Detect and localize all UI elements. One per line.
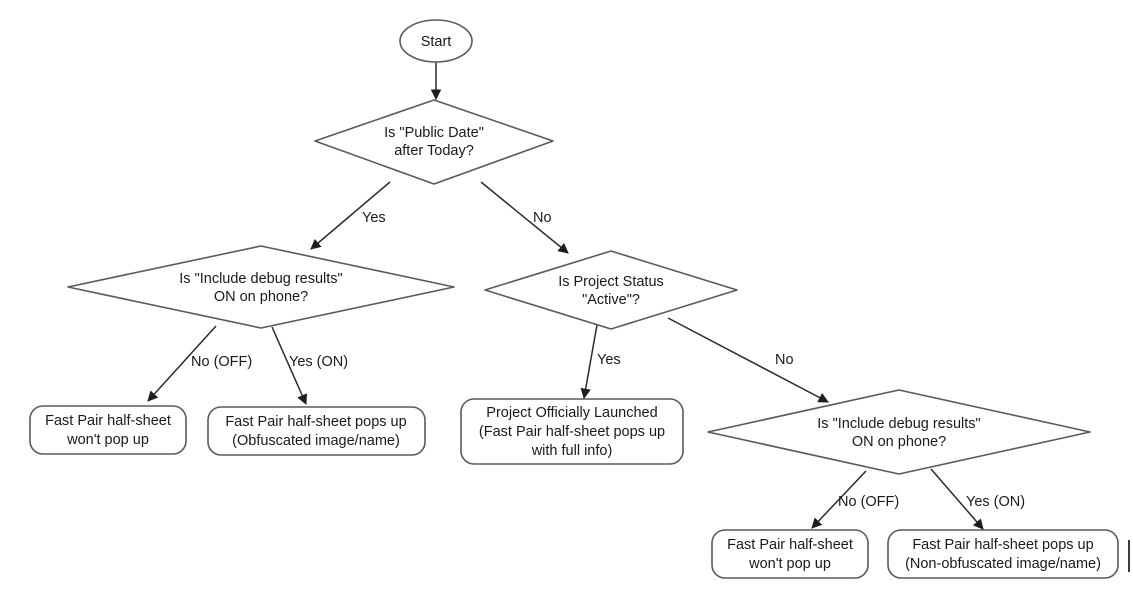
node-decision-project-status[interactable]: Is Project Status "Active"? [484,250,738,330]
start-label: Start [421,34,452,50]
node-start[interactable]: Start [399,19,473,63]
output-launched-shape [460,398,684,465]
output-non-obfuscated-line-2: (Non-obfuscated image/name) [905,556,1101,572]
edge-label-public-date-no: No [533,210,552,226]
decision-debug-right-line-2: ON on phone? [852,434,946,450]
edge-status-yes [580,324,598,400]
decision-debug-left-line-1: Is "Include debug results" [179,271,342,287]
output-no-popup-left-line-2: won't pop up [66,432,149,448]
edges-layer [147,62,984,530]
output-no-popup-left-shape [29,405,187,455]
decision-public-date-line-2: after Today? [394,143,474,159]
edge-public-date-yes [310,181,391,250]
edge-debug-left-yes [271,326,307,405]
start-ellipse-shape [399,19,473,63]
edge-debug-left-no [147,325,217,402]
edge-labels-layer: Yes No No (OFF) Yes (ON) Yes No No (OFF)… [191,210,1025,510]
output-no-popup-right-line-2: won't pop up [748,556,831,572]
decision-project-status-line-1: Is Project Status [558,274,664,290]
output-no-popup-right-line-1: Fast Pair half-sheet [727,537,853,553]
edge-label-debug-left-no: No (OFF) [191,354,252,370]
edge-debug-right-yes [930,468,984,530]
decision-project-status-line-2: "Active"? [582,292,640,308]
edge-label-debug-right-yes: Yes (ON) [966,494,1025,510]
output-obfuscated-line-1: Fast Pair half-sheet pops up [225,414,406,430]
decision-debug-left-shape [67,245,455,329]
node-output-no-popup-right[interactable]: Fast Pair half-sheet won't pop up [711,529,869,579]
edge-label-debug-left-yes: Yes (ON) [289,354,348,370]
output-obfuscated-line-2: (Obfuscated image/name) [232,433,400,449]
node-output-no-popup-left[interactable]: Fast Pair half-sheet won't pop up [29,405,187,455]
output-launched-line-3: with full info) [531,443,613,459]
output-launched-line-2: (Fast Pair half-sheet pops up [479,424,665,440]
edge-label-status-no: No [775,352,794,368]
output-non-obfuscated-shape [887,529,1119,579]
node-decision-debug-left[interactable]: Is "Include debug results" ON on phone? [67,245,455,329]
output-obfuscated-shape [207,406,426,456]
edge-debug-right-no [811,470,867,529]
edge-label-status-yes: Yes [597,352,621,368]
node-decision-public-date[interactable]: Is "Public Date" after Today? [314,99,554,185]
output-launched-line-1: Project Officially Launched [486,405,657,421]
edge-label-public-date-yes: Yes [362,210,386,226]
output-non-obfuscated-line-1: Fast Pair half-sheet pops up [912,537,1093,553]
decision-public-date-shape [314,99,554,185]
edge-public-date-no [480,181,569,254]
decision-public-date-line-1: Is "Public Date" [384,125,484,141]
output-no-popup-right-shape [711,529,869,579]
decision-debug-right-line-1: Is "Include debug results" [817,416,980,432]
decision-debug-right-shape [707,389,1091,475]
decision-debug-left-line-2: ON on phone? [214,289,308,305]
node-decision-debug-right[interactable]: Is "Include debug results" ON on phone? [707,389,1091,475]
node-output-obfuscated[interactable]: Fast Pair half-sheet pops up (Obfuscated… [207,406,426,456]
node-output-launched[interactable]: Project Officially Launched (Fast Pair h… [460,398,684,465]
edge-label-debug-right-no: No (OFF) [838,494,899,510]
decision-project-status-shape [484,250,738,330]
node-output-non-obfuscated[interactable]: Fast Pair half-sheet pops up (Non-obfusc… [887,529,1119,579]
edge-status-no [667,317,829,403]
output-no-popup-left-line-1: Fast Pair half-sheet [45,413,171,429]
